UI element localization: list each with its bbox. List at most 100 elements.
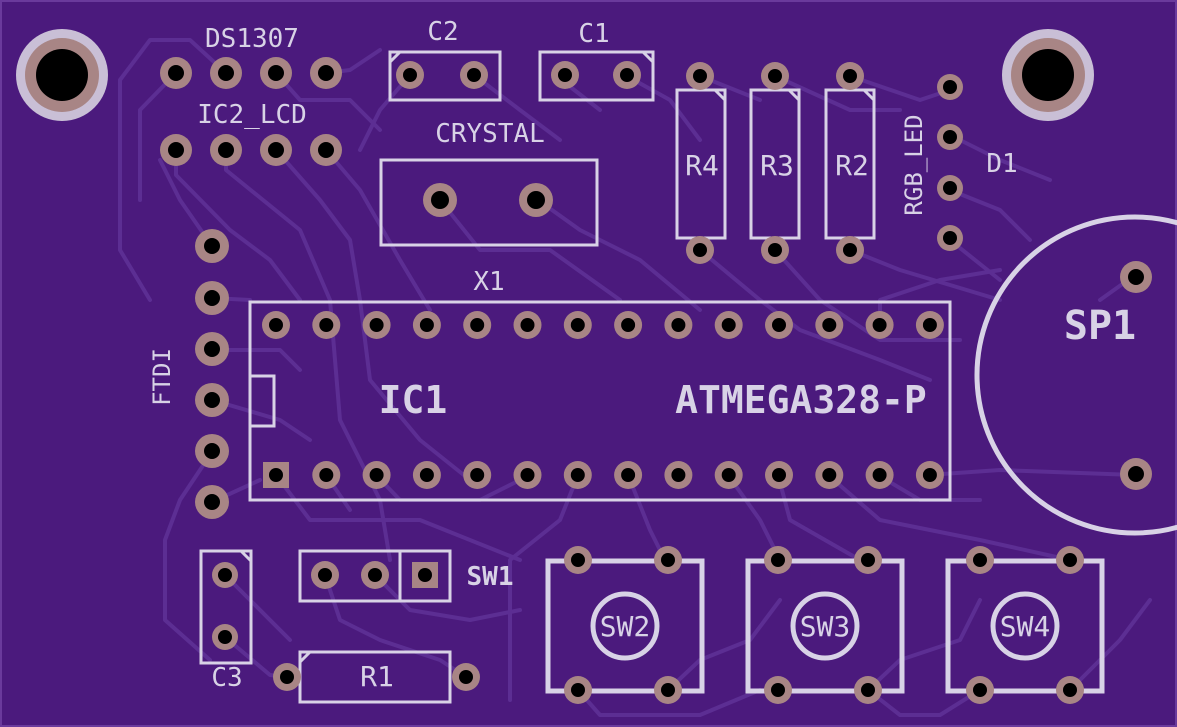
ic1-pin-top-drill	[621, 318, 636, 332]
label-c3: C3	[211, 663, 242, 693]
label-r1: R1	[360, 660, 394, 693]
label-r2: R2	[835, 149, 869, 182]
ds1307-pad-drill	[318, 65, 334, 81]
ic1-pin-top-drill	[520, 318, 535, 332]
pushbutton-pad-drill	[771, 553, 785, 567]
crystal-pad-drill	[527, 191, 545, 209]
label-ic1: IC1	[379, 378, 448, 422]
c1-pad-drill	[558, 68, 572, 82]
label-x1: X1	[473, 267, 504, 297]
label-crystal: CRYSTAL	[435, 119, 545, 149]
ic1-pin-bottom-drill	[570, 468, 585, 482]
ic1-pin-1-drill	[269, 468, 283, 482]
pushbutton-pad-drill	[571, 553, 585, 567]
ftdi-pad-drill	[204, 341, 220, 357]
pushbutton-pad-drill	[861, 683, 875, 697]
copper-traces	[118, 38, 1152, 717]
rgb-led-pad-drill	[943, 80, 957, 94]
ic1-pin-top-drill	[319, 318, 334, 332]
pushbutton-pad-drill	[661, 553, 675, 567]
label-sw2: SW2	[600, 610, 651, 643]
label-sw4: SW4	[1000, 610, 1051, 643]
pushbutton-pad-drill	[661, 683, 675, 697]
label-ds1307: DS1307	[205, 24, 299, 54]
sw1-pad-drill	[318, 568, 332, 582]
mounting-hole-left	[16, 29, 108, 121]
c3-pad-drill	[218, 568, 232, 582]
resistor-pad-drill	[768, 69, 782, 83]
sw2-outline	[545, 558, 705, 694]
ic1-pin-top-drill	[419, 318, 434, 332]
label-ftdi: FTDI	[148, 348, 176, 406]
label-sw1: SW1	[467, 562, 514, 592]
label-r3: R3	[760, 149, 794, 182]
ic1-pin-bottom-drill	[470, 468, 485, 482]
sp1-pad-drill	[1128, 269, 1144, 285]
label-c2: C2	[427, 17, 458, 47]
c2-pad-drill	[467, 68, 481, 82]
ic1-pin-bottom-drill	[772, 468, 786, 482]
label-sw3: SW3	[800, 610, 851, 643]
pads	[160, 57, 1152, 704]
ic1-pin-top-drill	[922, 318, 937, 332]
ftdi-pad-drill	[204, 443, 220, 459]
rgb-led-pad-drill	[943, 181, 957, 195]
ic1-pin-bottom-drill	[721, 468, 736, 482]
sw4-outline	[945, 558, 1105, 694]
ic2-lcd-pad-drill	[268, 142, 284, 158]
ds1307-pad-drill	[218, 65, 234, 81]
ic1-pin-bottom-drill	[369, 468, 384, 482]
ic2-lcd-pad-drill	[318, 142, 334, 158]
ic1-pin-top-drill	[470, 318, 485, 332]
sp1-pad-drill	[1128, 466, 1144, 482]
sw1-pad-square-drill	[418, 568, 432, 582]
ic1-pin-top-drill	[772, 318, 786, 332]
ftdi-pad-drill	[204, 392, 220, 408]
ic1-pin-top-drill	[721, 318, 736, 332]
ic2-lcd-pad-drill	[168, 142, 184, 158]
ic1-pin-bottom-drill	[419, 468, 434, 482]
ic2-lcd-pad-drill	[218, 142, 234, 158]
ic1-pin-bottom-drill	[922, 468, 937, 482]
label-rgb-led: RGB_LED	[900, 114, 928, 215]
c1-pad-drill	[620, 68, 634, 82]
c2-pad-drill	[403, 68, 417, 82]
crystal-pad-drill	[431, 191, 449, 209]
resistor-pad-drill	[843, 243, 857, 257]
pushbutton-pad-drill	[771, 683, 785, 697]
ic1-pin-bottom-drill	[872, 468, 887, 482]
pushbutton-pad-drill	[1063, 683, 1077, 697]
pushbutton-pad-drill	[973, 553, 987, 567]
resistor-pad-drill	[693, 243, 707, 257]
ic1-pin-top-drill	[872, 318, 887, 332]
ftdi-pad-drill	[204, 494, 220, 510]
ftdi-pad-drill	[204, 290, 220, 306]
ic1-pin-top-drill	[269, 318, 283, 332]
ftdi-pad-drill	[204, 238, 220, 254]
ic1-pin-bottom-drill	[822, 468, 837, 482]
ic1-pin-bottom-drill	[621, 468, 636, 482]
sp1-outline	[974, 214, 1177, 536]
ic1-pin-top-drill	[822, 318, 837, 332]
r1-pad-drill	[280, 670, 294, 684]
label-d1: D1	[986, 149, 1017, 179]
pushbutton-pad-drill	[1063, 553, 1077, 567]
ds1307-pad-drill	[268, 65, 284, 81]
label-r4: R4	[685, 149, 719, 182]
ic1-pin-bottom-drill	[319, 468, 334, 482]
rgb-led-pad-drill	[943, 130, 957, 144]
ds1307-pad-drill	[168, 65, 184, 81]
sw3-outline	[745, 558, 905, 694]
ic1-pin-top-drill	[369, 318, 384, 332]
r1-pad-drill	[459, 670, 473, 684]
resistor-pad-drill	[768, 243, 782, 257]
pushbutton-pad-drill	[571, 683, 585, 697]
resistor-pad-drill	[693, 69, 707, 83]
mounting-hole-right	[1002, 29, 1094, 121]
label-sp1: SP1	[1064, 303, 1136, 349]
ic1-pin-bottom-drill	[671, 468, 686, 482]
label-c1: C1	[578, 19, 609, 49]
ic1-pin-bottom-drill	[520, 468, 535, 482]
